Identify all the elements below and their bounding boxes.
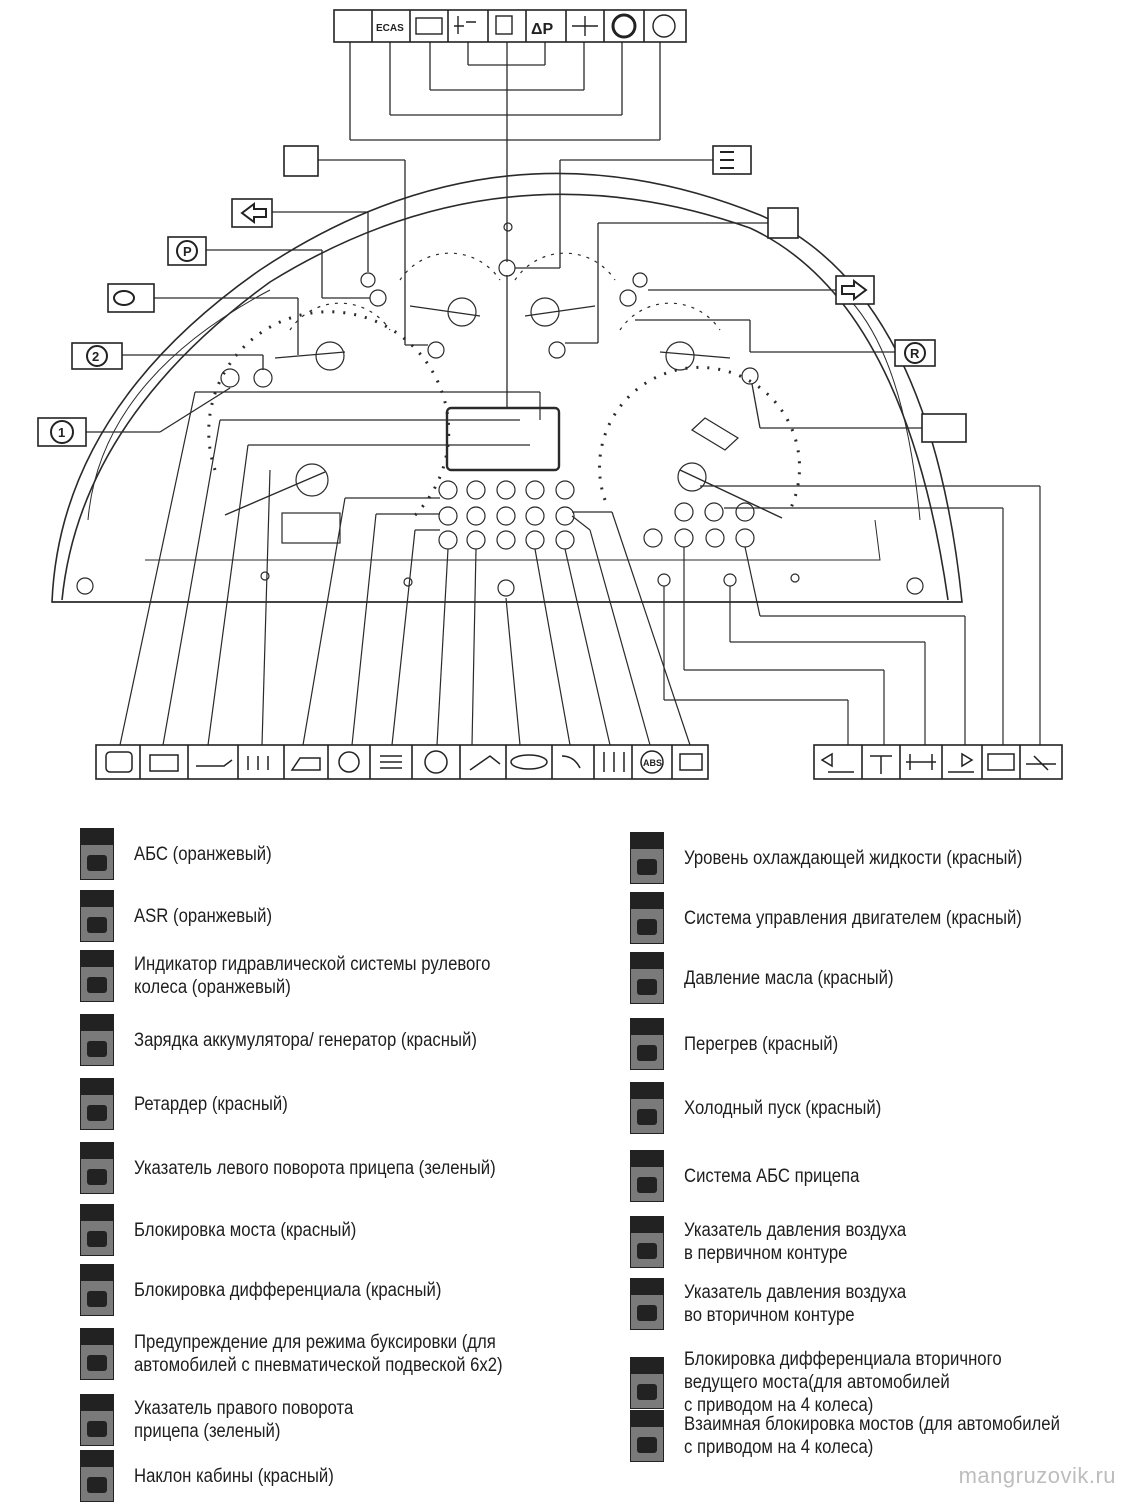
diff-lock-icon xyxy=(906,754,936,770)
trailer-right-turn-icon xyxy=(948,752,974,773)
legend-item: Ретардер (красный) xyxy=(80,1078,309,1130)
trailer-abs-icon xyxy=(630,1150,664,1202)
legend-item: Указатель левого поворота прицепа (зелен… xyxy=(80,1142,545,1194)
abs-icon xyxy=(80,828,114,880)
cross-axle-lock-icon xyxy=(1026,755,1056,771)
overheat-icon xyxy=(630,1018,664,1070)
legend-item: Система АБС прицепа xyxy=(630,1150,883,1202)
legend-item: Перегрев (красный) xyxy=(630,1018,859,1070)
legend-item: Взаимная блокировка мостов (для автомоби… xyxy=(630,1410,1111,1462)
retarder-icon xyxy=(80,1078,114,1130)
coolant-icon xyxy=(454,16,476,34)
fuel-icon xyxy=(767,207,799,239)
legend-item: ASR (оранжевый) xyxy=(80,890,291,942)
circle-1-icon xyxy=(37,417,87,447)
legend-item: Система управления двигателем (красный) xyxy=(630,892,1068,944)
preheat-icon xyxy=(247,756,269,770)
diff-lock-icon xyxy=(80,1264,114,1316)
tachometer xyxy=(598,365,802,519)
cold-start-icon xyxy=(630,1082,664,1134)
watermark: mangruzovik.ru xyxy=(958,1463,1116,1488)
legend-item: Наклон кабины (красный) xyxy=(80,1450,361,1502)
svg-text:2: 2 xyxy=(92,349,99,364)
trailer-left-turn-icon xyxy=(820,752,854,773)
abs-icon xyxy=(640,750,664,774)
battery-icon xyxy=(149,754,179,772)
axle-lock-icon xyxy=(510,754,548,770)
cab-tilt-icon xyxy=(561,755,581,769)
brake-icon xyxy=(611,13,637,39)
headlight-icon xyxy=(380,755,402,769)
fuel-preheat-icon xyxy=(107,283,155,313)
trailer-icon xyxy=(679,753,703,771)
oil-pressure-icon xyxy=(630,952,664,1004)
svg-text:P: P xyxy=(183,244,192,259)
legend-item: Указатель давления воздуха в первичном к… xyxy=(630,1216,936,1268)
small-gauge xyxy=(274,252,731,371)
cross-axle-lock-icon xyxy=(630,1410,664,1462)
trailer-left-turn-icon xyxy=(80,1142,114,1194)
legend-item: Блокировка дифференциала вторичного веду… xyxy=(630,1348,1045,1417)
circle-r-icon xyxy=(894,339,936,367)
legend-item: АБС (оранжевый) xyxy=(80,828,290,880)
svg-text:1: 1 xyxy=(58,425,65,440)
axle-lock-icon xyxy=(870,755,892,774)
legend-item: Блокировка дифференциала (красный) xyxy=(80,1264,483,1316)
coolant-level-icon xyxy=(630,832,664,884)
warning-icon xyxy=(424,750,448,774)
legend-item: Блокировка моста (красный) xyxy=(80,1204,387,1256)
bottom-right-icon-strip xyxy=(813,744,1063,780)
trailer-right-turn-icon xyxy=(80,1394,114,1446)
legend-item: Указатель правого поворота прицепа (зеле… xyxy=(80,1394,383,1446)
tow-warning-icon xyxy=(80,1328,114,1380)
diff-lock-icon xyxy=(603,752,625,772)
instrument-cluster-diagram: ECAS ΔP 2 1 P R xyxy=(37,9,1063,780)
legend-item: Давление масла (красный) xyxy=(630,952,922,1004)
legend-item: Предупреждение для режима буксировки (дл… xyxy=(80,1328,553,1380)
speedometer xyxy=(207,310,451,544)
center-display xyxy=(445,406,561,472)
secondary-air-pressure-icon xyxy=(630,1278,664,1330)
ecas-icon: ECAS xyxy=(376,23,404,34)
steering-icon xyxy=(469,755,501,771)
tow-warning-icon xyxy=(987,753,1015,771)
battery-icon xyxy=(415,17,443,35)
oil-level-icon xyxy=(921,413,967,443)
cluster-inner-arc xyxy=(61,193,949,601)
legend-item: Холодный пуск (красный) xyxy=(630,1082,908,1134)
battery-icon xyxy=(80,1014,114,1066)
asr-icon xyxy=(80,890,114,942)
fuel-filter-icon xyxy=(495,15,513,35)
steering-hydraulics-icon xyxy=(80,950,114,1002)
engine-management-icon xyxy=(630,892,664,944)
legend-item: Индикатор гидравлической системы рулевог… xyxy=(80,950,539,1002)
cab-tilt-icon xyxy=(80,1450,114,1502)
abs-label: ABS xyxy=(643,758,662,768)
delta-p-icon: ΔP xyxy=(531,21,554,38)
secondary-diff-lock-icon xyxy=(630,1356,664,1409)
cab-tilt-icon xyxy=(572,16,598,36)
warning-icon xyxy=(652,14,676,38)
legend-item: Зарядка аккумулятора/ генератор (красный… xyxy=(80,1014,524,1066)
retarder-icon xyxy=(338,751,360,773)
axle-lock-icon xyxy=(80,1204,114,1256)
engine-icon xyxy=(290,757,321,771)
svg-text:R: R xyxy=(910,346,920,361)
coolant-level-icon xyxy=(283,145,319,177)
oil-pressure-icon xyxy=(196,759,233,767)
legend-item: Уровень охлаждающей жидкости (красный) xyxy=(630,832,1068,884)
legend-item: Указатель давления воздуха во вторичном … xyxy=(630,1278,936,1330)
circle-2-icon xyxy=(71,342,123,370)
primary-air-pressure-icon xyxy=(630,1216,664,1268)
coolant-level-icon xyxy=(105,751,133,773)
side-icons xyxy=(37,145,967,447)
